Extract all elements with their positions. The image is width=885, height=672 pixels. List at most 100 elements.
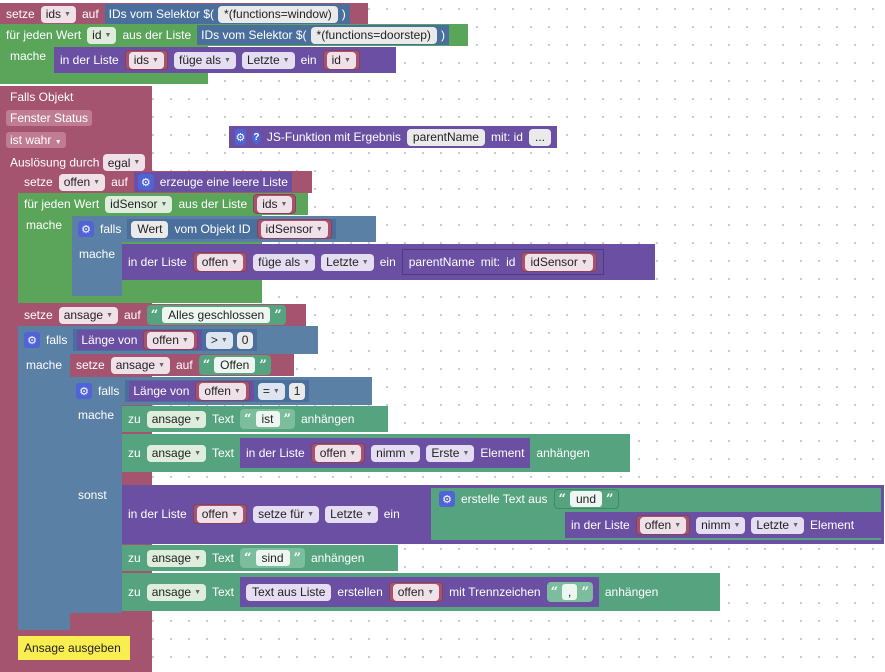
var-dropdown-id[interactable]: id▼ bbox=[87, 26, 117, 44]
var-dropdown-ansage[interactable]: ansage▼ bbox=[58, 306, 118, 324]
set-ansage-block[interactable]: setze ansage▼ auf “Alles geschlossen” bbox=[18, 304, 306, 326]
compare-block[interactable]: Länge von offen▼ =▼ 1 bbox=[125, 380, 310, 402]
var-block-offen[interactable]: offen▼ bbox=[192, 504, 248, 524]
trigger-dropdown[interactable]: egal▼ bbox=[102, 154, 146, 171]
set-ids-block[interactable]: setze ids▼ auf IDs vom Selektor $( *(fun… bbox=[0, 3, 368, 25]
where-dropdown[interactable]: Letzte▼ bbox=[241, 51, 295, 69]
length-block[interactable]: Länge von offen▼ bbox=[129, 381, 254, 401]
where-dropdown[interactable]: Letzte▼ bbox=[321, 253, 374, 271]
text-block[interactable]: “Alles geschlossen” bbox=[146, 305, 286, 325]
var-block-offen[interactable]: offen▼ bbox=[635, 515, 691, 535]
text-value[interactable]: ist bbox=[255, 411, 280, 427]
js-function-block[interactable]: ⚙ ? JS-Funktion mit Ergebnis parentName … bbox=[229, 126, 557, 148]
value-field[interactable]: Wert bbox=[131, 220, 169, 238]
foreach-id-block[interactable]: für jeden Wert id▼ aus der Liste IDs vom… bbox=[0, 24, 468, 46]
join-list-block[interactable]: Text aus Liste erstellen offen▼ mit Tren… bbox=[240, 577, 599, 607]
var-dropdown-ansage[interactable]: ansage▼ bbox=[146, 444, 206, 462]
set-offen-block[interactable]: setze offen▼ auf ⚙ erzeuge eine leere Li… bbox=[18, 171, 312, 193]
var-block-offen[interactable]: offen▼ bbox=[388, 582, 444, 602]
list-insert-parent-block[interactable]: in der Liste offen▼ füge als▼ Letzte▼ ei… bbox=[122, 244, 655, 280]
var-dropdown-ids[interactable]: ids▼ bbox=[40, 5, 76, 23]
var-block-id[interactable]: id▼ bbox=[322, 50, 360, 70]
mode-dropdown[interactable]: setze für▼ bbox=[253, 505, 320, 523]
say-block[interactable]: Ansage ausgeben bbox=[18, 636, 130, 660]
text-block[interactable]: “ist” bbox=[240, 409, 295, 429]
text-value[interactable]: Offen bbox=[214, 357, 256, 373]
gear-icon[interactable]: ⚙ bbox=[24, 332, 40, 348]
number-field[interactable]: 1 bbox=[288, 382, 306, 400]
value-of-object-block[interactable]: Wert vom Objekt ID idSensor▼ bbox=[127, 219, 336, 239]
operator-dropdown[interactable]: >▼ bbox=[205, 331, 233, 349]
var-dropdown-ansage[interactable]: ansage▼ bbox=[146, 583, 206, 601]
operator-dropdown[interactable]: =▼ bbox=[257, 382, 285, 400]
mode-dropdown[interactable]: füge als▼ bbox=[253, 253, 316, 271]
append-first-element-block[interactable]: zu ansage▼ Text in der Liste offen▼ nimm… bbox=[122, 434, 630, 472]
text-value[interactable]: sind bbox=[255, 550, 290, 566]
var-dropdown[interactable]: idSensor▼ bbox=[525, 253, 593, 271]
number-field[interactable]: 0 bbox=[236, 331, 254, 349]
take-dropdown[interactable]: nimm▼ bbox=[371, 444, 421, 462]
var-dropdown[interactable]: id▼ bbox=[326, 51, 356, 69]
var-dropdown-ansage[interactable]: ansage▼ bbox=[146, 410, 206, 428]
set-last-block[interactable]: in der Liste offen▼ setze für▼ Letzte▼ e… bbox=[122, 502, 406, 526]
selector-block[interactable]: IDs vom Selektor $( *(functions=window) … bbox=[104, 4, 350, 24]
parentname-call-block[interactable]: parentName mit: id idSensor▼ bbox=[401, 249, 604, 275]
var-dropdown[interactable]: offen▼ bbox=[199, 382, 246, 400]
var-dropdown[interactable]: offen▼ bbox=[392, 583, 440, 601]
help-icon[interactable]: ? bbox=[251, 130, 261, 144]
var-block-idsensor[interactable]: idSensor▼ bbox=[256, 219, 332, 239]
var-dropdown[interactable]: idSensor▼ bbox=[260, 220, 328, 238]
var-block-ids[interactable]: ids▼ bbox=[253, 194, 297, 214]
var-dropdown[interactable]: offen▼ bbox=[196, 505, 244, 523]
var-dropdown-ansage[interactable]: ansage▼ bbox=[110, 356, 170, 374]
where-dropdown[interactable]: Letzte▼ bbox=[325, 505, 378, 523]
var-dropdown[interactable]: offen▼ bbox=[196, 253, 244, 271]
take-dropdown[interactable]: nimm▼ bbox=[696, 516, 746, 534]
gear-icon[interactable]: ⚙ bbox=[76, 383, 92, 399]
var-block-idsensor[interactable]: idSensor▼ bbox=[521, 252, 597, 272]
separator-text-block[interactable]: “,” bbox=[546, 582, 593, 602]
selector-input[interactable]: *(functions=doorstep) bbox=[310, 26, 437, 44]
text-value[interactable]: Alles geschlossen bbox=[162, 307, 271, 323]
length-block[interactable]: Länge von offen▼ bbox=[77, 330, 202, 350]
mode-dropdown[interactable]: füge als▼ bbox=[173, 51, 236, 69]
get-element-block[interactable]: in der Liste offen▼ nimm▼ Erste▼ Element bbox=[240, 438, 531, 468]
list-insert-block[interactable]: in der Liste ids▼ füge als▼ Letzte▼ ein … bbox=[54, 47, 396, 73]
get-last-element-block[interactable]: in der Liste offen▼ nimm▼ Letzte▼ Elemen… bbox=[565, 512, 881, 538]
var-block-offen[interactable]: offen▼ bbox=[310, 443, 366, 463]
js-name-field[interactable]: parentName bbox=[406, 128, 485, 146]
text-block[interactable]: “Offen” bbox=[198, 355, 271, 375]
if-wert-block[interactable]: ⚙ falls Wert vom Objekt ID idSensor▼ bbox=[72, 216, 376, 242]
create-text-row[interactable]: ⚙ erstelle Text aus “und” bbox=[433, 488, 625, 510]
var-dropdown-offen[interactable]: offen▼ bbox=[58, 173, 106, 191]
selector-input[interactable]: *(functions=window) bbox=[218, 5, 338, 23]
gear-icon[interactable]: ⚙ bbox=[78, 221, 94, 237]
text-block[interactable]: “sind” bbox=[240, 548, 305, 568]
var-block-offen[interactable]: offen▼ bbox=[192, 252, 248, 272]
join-type-field[interactable]: Text aus Liste bbox=[246, 583, 332, 601]
compare-block[interactable]: Länge von offen▼ >▼ 0 bbox=[73, 329, 258, 351]
var-dropdown-ansage[interactable]: ansage▼ bbox=[146, 549, 206, 567]
var-dropdown[interactable]: offen▼ bbox=[147, 331, 194, 349]
var-block-offen[interactable]: offen▼ bbox=[195, 381, 250, 401]
var-block-ids[interactable]: ids▼ bbox=[124, 50, 168, 70]
var-dropdown[interactable]: ids▼ bbox=[128, 51, 164, 69]
text-block[interactable]: “und” bbox=[553, 489, 619, 509]
var-dropdown[interactable]: ids▼ bbox=[257, 195, 293, 213]
var-dropdown-idsensor[interactable]: idSensor▼ bbox=[105, 195, 173, 213]
append-ist-block[interactable]: zu ansage▼ Text “ist” anhängen bbox=[122, 406, 388, 432]
which-dropdown[interactable]: Erste▼ bbox=[426, 444, 475, 462]
selector-block-2[interactable]: IDs vom Selektor $( *(functions=doorstep… bbox=[197, 25, 449, 45]
if-offen-gt-block[interactable]: ⚙ falls Länge von offen▼ >▼ 0 bbox=[18, 326, 318, 354]
js-more-button[interactable]: ... bbox=[528, 128, 551, 146]
gear-icon[interactable]: ⚙ bbox=[137, 174, 154, 190]
var-dropdown[interactable]: offen▼ bbox=[314, 444, 362, 462]
foreach-idsensor-block[interactable]: für jeden Wert idSensor▼ aus der Liste i… bbox=[18, 193, 308, 215]
gear-icon[interactable]: ⚙ bbox=[439, 491, 455, 507]
condition-dropdown[interactable]: ist wahr ▼ bbox=[6, 132, 66, 148]
var-dropdown[interactable]: offen▼ bbox=[639, 516, 687, 534]
append-joined-block[interactable]: zu ansage▼ Text Text aus Liste erstellen… bbox=[122, 573, 720, 611]
var-block-offen[interactable]: offen▼ bbox=[143, 330, 198, 350]
set-ansage-offen-block[interactable]: setze ansage▼ auf “Offen” bbox=[70, 354, 294, 376]
if-length-eq-block[interactable]: ⚙ falls Länge von offen▼ =▼ 1 bbox=[70, 377, 372, 405]
